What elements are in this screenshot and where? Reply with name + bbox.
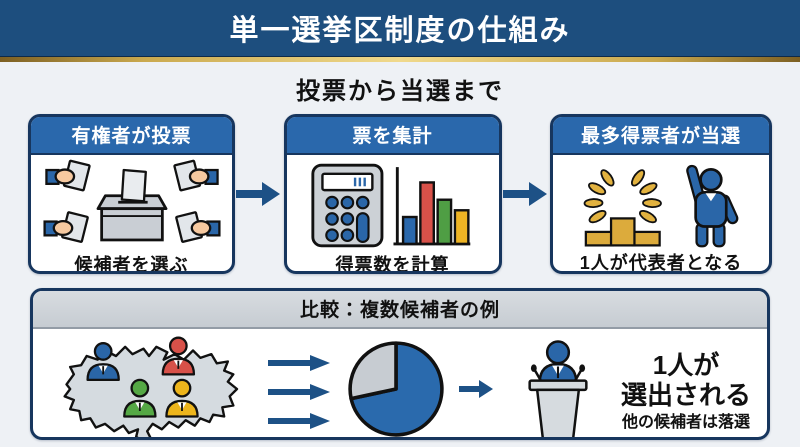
step-header: 票を集計 xyxy=(286,117,499,155)
step-caption: 1人が代表者となる xyxy=(579,253,743,273)
flow-subtitle: 投票から当選まで xyxy=(296,78,504,105)
calculator-bar-chart-icon xyxy=(309,159,477,251)
step-header: 最多得票者が当選 xyxy=(553,117,769,155)
result-note: 他の候補者は落選 xyxy=(621,413,750,431)
comparison-header: 比較：複数候補者の例 xyxy=(33,291,767,329)
step-card-winner: 最多得票者が当選 xyxy=(550,114,772,274)
step-caption: 得票数を計算 xyxy=(335,255,450,274)
result-text: 1人が 選出される 他の候補者は落選 xyxy=(620,349,751,432)
gold-divider xyxy=(0,56,800,62)
step-header: 有権者が投票 xyxy=(31,117,232,155)
podium-speaker-icon xyxy=(508,333,608,437)
step-caption: 候補者を選ぶ xyxy=(74,255,189,274)
arrow-icon xyxy=(502,179,549,209)
winner-laurel-podium-icon xyxy=(566,159,756,249)
result-line1: 1人が xyxy=(652,349,720,380)
arrow-icon xyxy=(236,179,282,209)
comparison-card: 比較：複数候補者の例 xyxy=(30,288,770,440)
step-card-tally: 票を集計 xyxy=(283,114,502,274)
triple-arrow-icon xyxy=(267,354,332,429)
district-map-with-candidates-icon xyxy=(43,334,255,437)
ballot-box-icon xyxy=(42,159,222,251)
arrow-icon xyxy=(459,378,495,405)
step-card-voting: 有権者が投票 xyxy=(28,114,235,274)
title-bar: 単一選挙区制度の仕組み xyxy=(0,0,800,56)
result-line2: 選出される xyxy=(620,379,751,410)
district-outline xyxy=(63,345,239,437)
vote-share-pie-icon xyxy=(345,338,447,437)
page-title: 単一選挙区制度の仕組み xyxy=(229,15,571,47)
flow-row: 有権者が投票 xyxy=(0,113,800,275)
